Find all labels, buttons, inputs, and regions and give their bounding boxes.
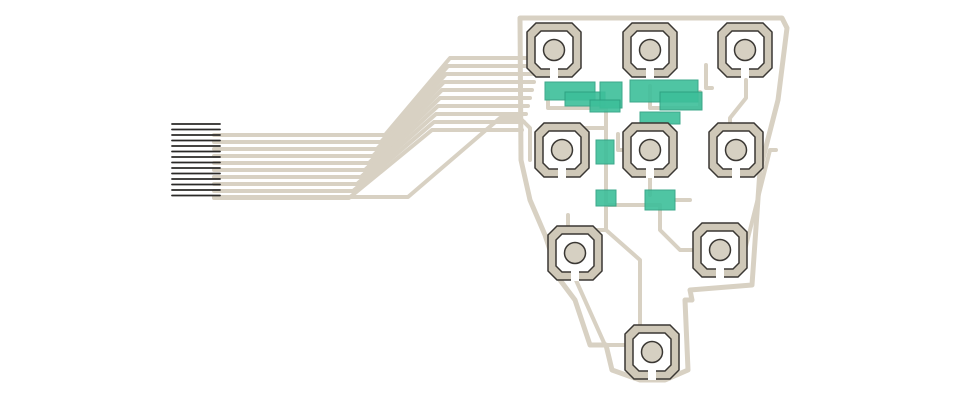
component-block (644, 189, 676, 211)
ribbon-trace (212, 72, 538, 151)
key-pad (622, 122, 678, 178)
key-pad (708, 122, 764, 178)
key-pad-gap (648, 370, 656, 380)
component-block (589, 99, 621, 113)
key-pad-gap (716, 268, 724, 278)
key-pad (547, 225, 603, 281)
wire (704, 63, 714, 90)
key-pad-center (733, 38, 757, 62)
wire (743, 148, 778, 252)
key-pad (624, 324, 680, 380)
key-pad-center (542, 38, 566, 62)
ribbon-trace (212, 64, 540, 144)
ribbon-trace (212, 96, 532, 172)
key-pad-center (563, 241, 587, 265)
ribbon-trace (212, 112, 528, 186)
key-pads (526, 22, 773, 380)
key-pad-gap (558, 168, 566, 178)
key-pad-gap (571, 271, 579, 281)
key-pad-center (640, 340, 664, 364)
component-block (659, 91, 703, 111)
key-pad-center (638, 38, 662, 62)
key-pad (717, 22, 773, 78)
key-pad (692, 222, 748, 278)
key-pad-center (724, 138, 748, 162)
ribbon-traces (212, 56, 562, 200)
key-pad-center (550, 138, 574, 162)
key-pad-gap (550, 68, 558, 78)
key-pad (534, 122, 590, 178)
component-block (595, 189, 617, 207)
key-pad-gap (741, 68, 749, 78)
ribbon-trace (212, 116, 532, 199)
connector-pins (171, 123, 221, 197)
ribbon-trace (212, 56, 542, 137)
key-pad (526, 22, 582, 78)
component-block (639, 111, 681, 125)
wire (658, 203, 702, 252)
ribbon-trace (212, 80, 536, 158)
key-pad-center (708, 238, 732, 262)
key-pad-gap (646, 68, 654, 78)
ribbon-trace (212, 88, 534, 165)
key-pad (622, 22, 678, 78)
ribbon-trace (212, 104, 530, 179)
component-block (595, 139, 615, 165)
ribbon-trace (212, 120, 526, 193)
wire (573, 276, 632, 347)
key-pad-gap (646, 168, 654, 178)
key-pad-gap (732, 168, 740, 178)
key-pad-center (638, 138, 662, 162)
